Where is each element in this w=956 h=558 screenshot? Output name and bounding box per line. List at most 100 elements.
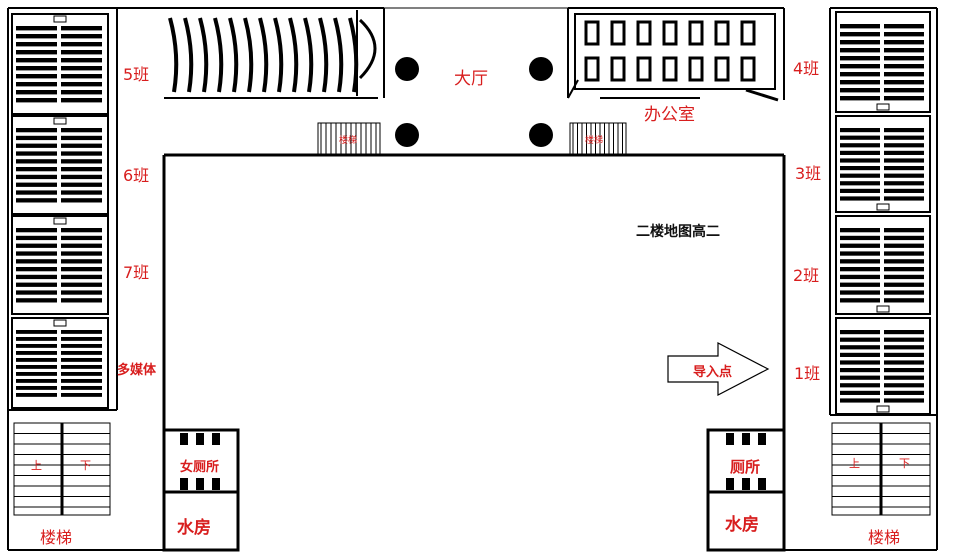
classroom [835,317,931,415]
podium [53,319,67,327]
desk [884,150,924,155]
desk [840,48,880,53]
stair-up-right-label: 上 [849,457,860,470]
stair-up-left-label: 上 [31,459,42,472]
desk [840,274,880,280]
desk [16,372,57,376]
desk [840,228,880,233]
desk [840,150,880,155]
stage [358,18,377,80]
desk [61,50,102,55]
desk [884,128,924,133]
water-room-left-label: 水房 [177,518,211,538]
desk [884,337,924,342]
desk [61,259,102,264]
desk [840,181,880,186]
seat-row [258,17,269,93]
desk [61,174,102,180]
desk [840,135,880,140]
pillars [395,57,553,147]
desk [16,290,57,295]
hall-label: 大厅 [454,69,488,89]
desk [61,58,102,63]
desk [840,158,880,163]
office-desk [662,56,678,82]
classroom-wall [11,317,109,409]
desk [840,196,880,201]
desk [16,98,57,103]
desk [16,228,57,233]
desk [61,251,102,256]
toilet-label: 厕所 [730,458,761,476]
desk [16,182,57,187]
classroom-wall [835,215,931,315]
podium [876,405,890,413]
class-3-label: 3班 [795,164,822,183]
desk [16,198,57,203]
desk [16,351,57,355]
desk [840,337,880,342]
desk [840,72,880,77]
office-desk [688,56,704,82]
desk [16,151,57,156]
desk [61,135,102,141]
podium [876,203,890,211]
desk [840,290,880,295]
desk [884,259,924,264]
desk [61,243,102,248]
desk [840,259,880,264]
seat-row [318,17,329,93]
small-stairs-left-label: 楼梯 [339,136,358,146]
desk [61,190,102,195]
class-6-label: 6班 [123,166,150,185]
desk [16,337,57,341]
desk [16,259,57,264]
desk [840,251,880,256]
class-4-label: 4班 [793,59,820,78]
stair-wells [13,422,931,516]
desk [16,90,57,95]
seat-row [273,17,284,93]
womens-toilet-label: 女厕所 [180,460,220,475]
desk [840,128,880,133]
desk [884,345,924,350]
desk [16,34,57,39]
podium [876,103,890,111]
desk [884,135,924,140]
class-1-label: 1班 [794,364,821,383]
desk [884,267,924,272]
desk [61,159,102,164]
desk [840,368,880,373]
desk [884,398,924,403]
desk [61,42,102,47]
desk [884,64,924,69]
desk [16,190,57,195]
desk [16,143,57,148]
office-desk [610,56,626,82]
small-stairs-right-label: 楼梯 [585,136,604,146]
desk [840,40,880,45]
desk [884,383,924,388]
desk [61,379,102,383]
office-desk [610,20,626,46]
classroom-wall [835,11,931,113]
seat-row [348,17,359,93]
desk [16,66,57,71]
classroom [11,317,109,409]
classroom [11,115,109,215]
seat-row [303,17,314,93]
class-5-label: 5班 [123,65,150,84]
desk [840,282,880,287]
office-desk [636,20,652,46]
multimedia-label: 多媒体 [117,363,157,378]
desk [884,243,924,248]
classroom-wall [835,115,931,213]
office-room [574,13,776,90]
desk [16,26,57,31]
desk [61,128,102,133]
desk [61,337,102,341]
desk [884,80,924,85]
desk [884,360,924,365]
desk [61,198,102,203]
desk [61,386,102,390]
